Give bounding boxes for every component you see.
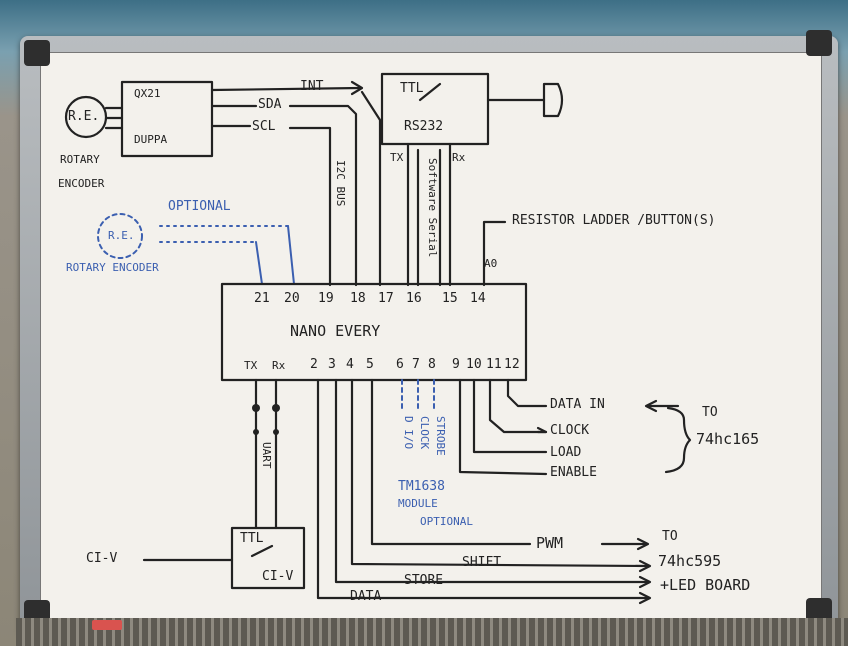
pin-3: 3 <box>328 358 336 371</box>
ttl-civ-top: TTL <box>240 532 263 545</box>
duppa-label: DUPPA <box>134 134 167 145</box>
pin-4: 4 <box>346 358 354 371</box>
rx-label: Rx <box>452 152 465 163</box>
optional-re-symbol: R.E. <box>108 230 135 241</box>
dio-label: D I/O <box>403 416 414 449</box>
int-label: INT <box>300 80 323 93</box>
pin-21: 21 <box>254 292 270 305</box>
to-label-595: TO <box>662 530 678 543</box>
pin-9: 9 <box>452 358 460 371</box>
optional-re-label: ROTARY ENCODER <box>66 262 159 273</box>
pin-19: 19 <box>318 292 334 305</box>
rotary-encoder-symbol: R.E. <box>68 110 99 123</box>
rotary-encoder-label-2: ENCODER <box>58 178 104 189</box>
pin-17: 17 <box>378 292 394 305</box>
enable-label: ENABLE <box>550 466 597 479</box>
shift-label: SHIFT <box>462 556 501 569</box>
pin-15: 15 <box>442 292 458 305</box>
pin-rx: Rx <box>272 360 285 371</box>
pin-7: 7 <box>412 358 420 371</box>
ttl-civ-bottom: CI-V <box>262 570 293 583</box>
tx-label: TX <box>390 152 403 163</box>
pin-16: 16 <box>406 292 422 305</box>
uart-label: UART <box>261 442 272 469</box>
pin-20: 20 <box>284 292 300 305</box>
led-board-label: +LED BOARD <box>660 578 750 593</box>
pin-2: 2 <box>310 358 318 371</box>
pin-8: 8 <box>428 358 436 371</box>
pin-18: 18 <box>350 292 366 305</box>
rotary-encoder-label-1: ROTARY <box>60 154 100 165</box>
74hc595-label: 74hc595 <box>658 554 721 569</box>
qx21-label: QX21 <box>134 88 161 99</box>
pin-10: 10 <box>466 358 482 371</box>
ttl-label: TTL <box>400 82 423 95</box>
module-label: MODULE <box>398 498 438 509</box>
data-label: DATA <box>350 590 381 603</box>
software-serial-label: Software Serial <box>427 158 438 257</box>
to-label-165: TO <box>702 406 718 419</box>
civ-label: CI-V <box>86 552 117 565</box>
pin-5: 5 <box>366 358 374 371</box>
sda-label: SDA <box>258 98 281 111</box>
nano-every-label: NANO EVERY <box>290 324 380 339</box>
pin-12: 12 <box>504 358 520 371</box>
strobe-label: STROBE <box>435 416 446 456</box>
resistor-ladder-label: RESISTOR LADDER /BUTTON(S) <box>512 214 716 227</box>
optional-tm-label: OPTIONAL <box>420 516 473 527</box>
74hc165-label: 74hc165 <box>696 432 759 447</box>
scl-label: SCL <box>252 120 275 133</box>
optional-label: OPTIONAL <box>168 200 231 213</box>
data-in-label: DATA IN <box>550 398 605 411</box>
tm1638-label: TM1638 <box>398 480 445 493</box>
rs232-label: RS232 <box>404 120 443 133</box>
pin-tx: TX <box>244 360 257 371</box>
load-label: LOAD <box>550 446 581 459</box>
a0-label: A0 <box>484 258 497 269</box>
store-label: STORE <box>404 574 443 587</box>
pwm-label: PWM <box>536 536 563 551</box>
clock-label: CLOCK <box>550 424 589 437</box>
pin-6: 6 <box>396 358 404 371</box>
pin-11: 11 <box>486 358 502 371</box>
clock-tm-label: CLOCK <box>419 416 430 449</box>
pin-14: 14 <box>470 292 486 305</box>
i2c-bus-label: I2C BUS <box>335 160 346 206</box>
